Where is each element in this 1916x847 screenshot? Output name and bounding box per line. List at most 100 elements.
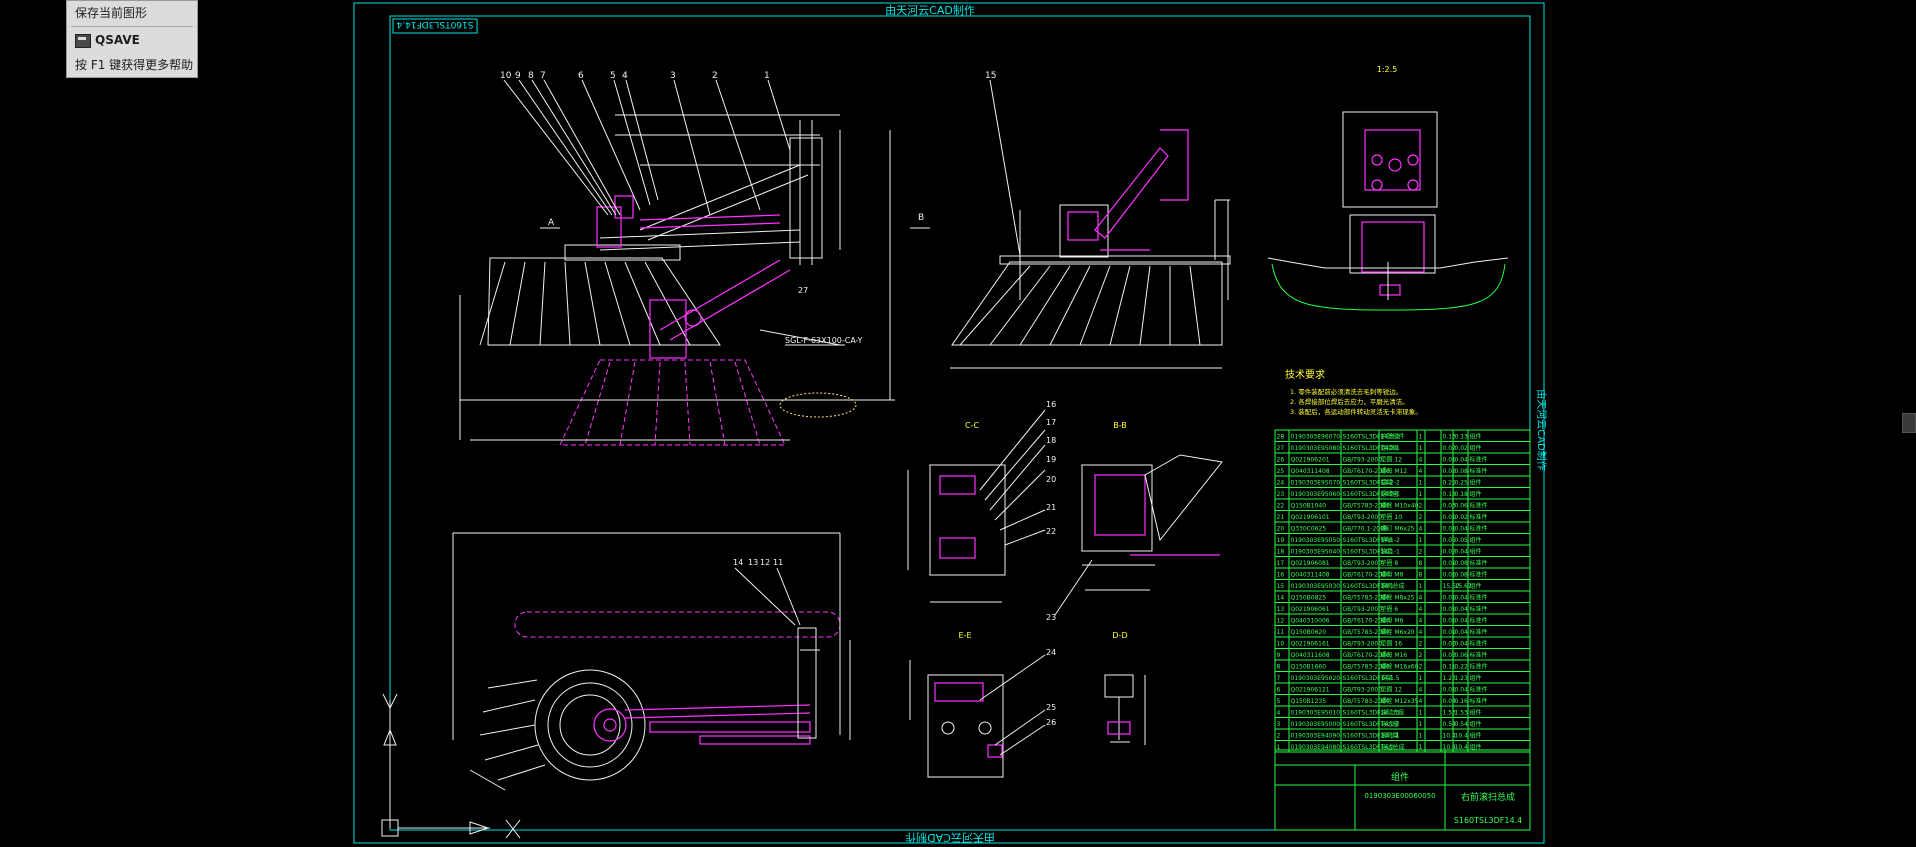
bom-cell: 23: [1277, 491, 1285, 498]
brush-bristles-plan: [479, 679, 546, 781]
bom-cell: 标准件: [1470, 594, 1488, 602]
bom-cell: S160TSL3DF14.1.1: [1343, 733, 1400, 740]
svg-text:2: 2: [712, 71, 718, 81]
bom-cell: 组件: [1470, 674, 1482, 682]
bom-cell: 标准件: [1470, 571, 1488, 579]
bom-cell: 标准件: [1470, 456, 1488, 464]
bom-cell: 3: [1277, 721, 1281, 728]
bom-cell: 0.25: [1443, 480, 1457, 487]
bom-cell: S160TSL3DF14.2-1: [1343, 491, 1400, 498]
bom-cell: 8: [1419, 572, 1423, 579]
bom-cell: 0.16: [1455, 698, 1469, 705]
bom-cell: S160TSL3DF14.3-1: [1343, 445, 1400, 452]
callout-leaders: [503, 79, 791, 216]
side-watermark-title: 由天河云CAD制作: [1535, 389, 1548, 471]
bom-cell: 22: [1277, 503, 1285, 510]
bom-cell: 0190303E95010: [1291, 710, 1341, 717]
bom-cell: Q040311408: [1291, 572, 1330, 579]
bom-cell: 0190303E95050: [1291, 537, 1341, 544]
bom-cell: 4: [1419, 606, 1423, 613]
bom-cell: 滚刷臂: [1381, 732, 1399, 740]
svg-text:21: 21: [1046, 503, 1056, 512]
svg-text:11: 11: [773, 558, 783, 567]
bom-cell: 组件: [1470, 490, 1482, 498]
qsave-tooltip: 保存当前图形 QSAVE 按 F1 键获得更多帮助: [66, 0, 198, 78]
bom-cell: 10.4: [1455, 744, 1469, 751]
bom-cell: 标准件: [1470, 559, 1488, 567]
section-view-bb: B-B: [1054, 421, 1223, 616]
bom-cell: 28: [1277, 434, 1285, 441]
bom-cell: GB/T5783-2000: [1343, 629, 1390, 636]
bom-cell: 0.08: [1455, 572, 1469, 579]
bom-cell: 4: [1419, 468, 1423, 475]
bom-cell: 5: [1277, 698, 1281, 705]
bom-cell: 标准件: [1470, 513, 1488, 521]
svg-text:25: 25: [1046, 703, 1056, 712]
bom-cell: GB/T93-2000: [1343, 641, 1383, 648]
section-view-cc: C-C: [907, 409, 1046, 603]
bom-cell: 8: [1277, 664, 1281, 671]
floppy-disk-icon: [75, 34, 91, 48]
bom-cell: 螺栓 M8x25: [1381, 594, 1415, 602]
bom-cell: 14: [1277, 595, 1285, 602]
bom-cell: 1: [1419, 744, 1423, 751]
bom-cell: GB/T70.1-2008: [1343, 526, 1388, 533]
bom-cell: 0190303E94080: [1291, 744, 1341, 751]
bom-cell: 0190303E96070: [1291, 434, 1341, 441]
bom-cell: 0.06: [1455, 652, 1469, 659]
note-3: 3. 装配后，各运动部件转动灵活无卡滞现象。: [1290, 407, 1422, 416]
bom-cell: 组件: [1470, 444, 1482, 452]
svg-text:27: 27: [798, 286, 808, 295]
bom-cell: 4: [1277, 710, 1281, 717]
hidden-bristles: [584, 361, 761, 446]
bom-cell: S160TSL3DF14.1.2: [1343, 721, 1400, 728]
bom-cell: GB/T93-2000: [1343, 687, 1383, 694]
bom-cell: 0.01: [1443, 629, 1457, 636]
bom-cell: GB/T93-2000: [1343, 457, 1383, 464]
bom-cell: 0.02: [1455, 445, 1469, 452]
bom-cell: 垫圈 6: [1381, 605, 1399, 613]
bom-cell: 标准件: [1470, 663, 1488, 671]
top-watermark-title: 由天河云CAD制作: [885, 3, 975, 17]
callouts-right: 16 17 18 19 20 21 22 23 24 25 26 27: [798, 286, 1056, 727]
bom-cell: GB/T6170-2000: [1343, 468, 1390, 475]
bom-cell: 21: [1277, 514, 1285, 521]
tooltip-command: QSAVE: [95, 33, 140, 47]
bom-cell: 垫圈 10: [1381, 513, 1403, 521]
bom-cell: 0.08: [1455, 468, 1469, 475]
scrollbar-thumb[interactable]: [1902, 413, 1916, 433]
bom-cell: 支架: [1381, 674, 1393, 682]
svg-text:20: 20: [1046, 475, 1056, 484]
bom-cell: S160TSL3DF14.2-2: [1343, 480, 1400, 487]
bom-cell: Q150B1235: [1291, 698, 1327, 705]
bom-cell: GB/T5783-2000: [1343, 664, 1390, 671]
ucs-icon: [381, 693, 521, 839]
svg-text:C-C: C-C: [965, 421, 979, 430]
bom-cell: 组件: [1470, 732, 1482, 740]
bom-cell: 0.01: [1443, 457, 1457, 464]
bom-cell: 2: [1419, 664, 1423, 671]
bom-cell: 11: [1277, 629, 1285, 636]
bom-cell: 螺母 M8: [1381, 571, 1404, 579]
bom-cell: 0.01: [1443, 572, 1457, 579]
svg-text:14: 14: [733, 558, 743, 567]
bom-cell: 4: [1419, 687, 1423, 694]
bom-cell: 10.4: [1443, 744, 1457, 751]
title-block: 组件 0190303E00060050 右前滚扫总成 S160TSL3DF14.…: [1274, 749, 1531, 831]
bottom-watermark-title: 由天河云CAD制作: [905, 831, 995, 845]
bom-cell: 4: [1419, 457, 1423, 464]
bom-cell: 摆臂座: [1381, 490, 1399, 498]
bom-cell: 0190303E95060: [1291, 491, 1341, 498]
bom-cell: GB/T6170-2000: [1343, 618, 1390, 625]
top-right-view-label: 1:2.5: [1377, 65, 1398, 74]
bom-cell: Q021906081: [1291, 560, 1330, 567]
svg-text:13: 13: [748, 558, 758, 567]
bom-cell: 0.03: [1443, 652, 1457, 659]
note-2: 2. 各焊接部位焊后去应力，平磨光清洁。: [1290, 397, 1409, 406]
bom-cell: Q021906101: [1291, 514, 1330, 521]
code-box-text: S160TSL3DF14.4: [396, 19, 473, 29]
bom-cell: 摆臂: [1381, 479, 1393, 487]
bom-cell: 1: [1419, 537, 1423, 544]
